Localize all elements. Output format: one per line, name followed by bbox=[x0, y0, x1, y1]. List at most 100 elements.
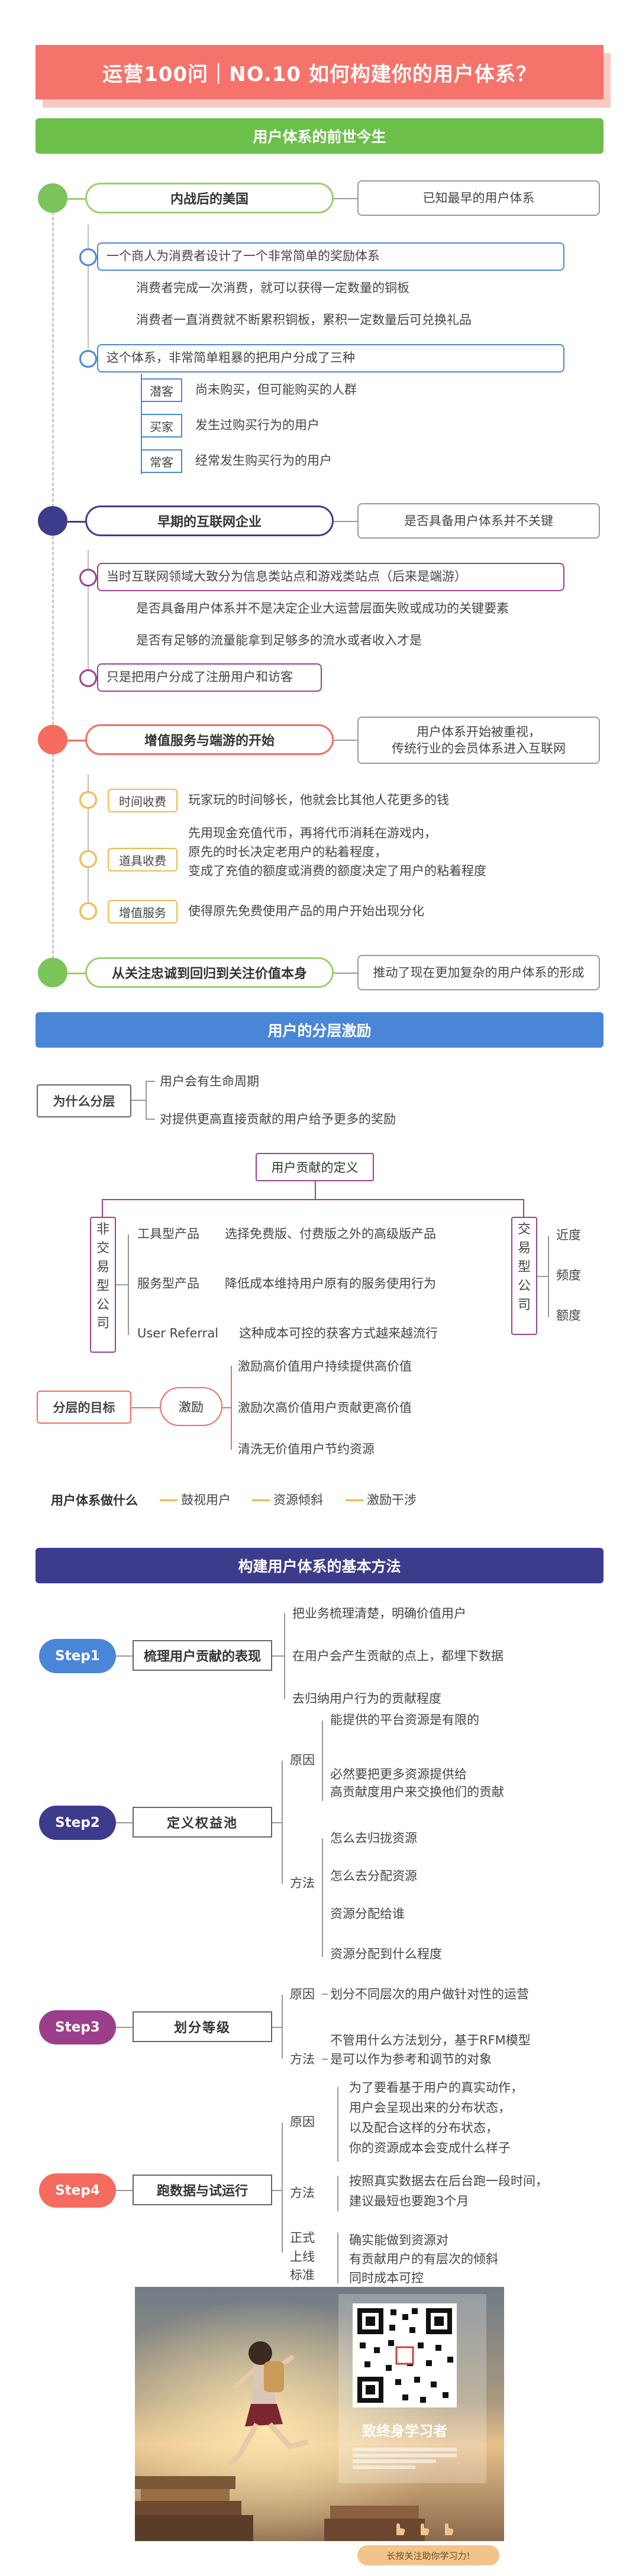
follow-footer[interactable]: 长按关注助你学习力! bbox=[357, 2545, 499, 2565]
step2-method-1: 怎么去归拢资源 bbox=[330, 1831, 417, 1845]
runner-illustration bbox=[135, 2287, 504, 2541]
non-trade-desc-tool: 选择免费版、付费版之外的高级版产品 bbox=[225, 1227, 436, 1241]
era1-item-2: 消费者完成一次消费，就可以获得一定数量的铜板 bbox=[136, 281, 409, 295]
goal-item-1: 激励高价值用户持续提供高价值 bbox=[238, 1359, 412, 1373]
step4-reason-4: 你的资源成本会变成什么样子 bbox=[349, 2141, 511, 2155]
step4-method-1: 按照真实数据去在后台跑一段时间， bbox=[349, 2174, 548, 2188]
non-trade-tag-tool: 工具型产品 bbox=[137, 1227, 199, 1241]
step2-reason-2: 必然要把更多资源提供给 bbox=[330, 1767, 467, 1781]
era4-label: 从关注忠诚到回归到关注价值本身 bbox=[85, 957, 334, 988]
era2-item-dot bbox=[79, 569, 97, 587]
step1-badge: Step1 bbox=[39, 1639, 116, 1673]
step2-method-2: 怎么去分配资源 bbox=[330, 1869, 417, 1883]
era2-dot bbox=[38, 506, 67, 536]
type-tag-prospect: 潜客 bbox=[141, 378, 182, 402]
era4-dot bbox=[38, 958, 67, 987]
qr-code[interactable] bbox=[353, 2303, 457, 2407]
finger-tap-icon-2 bbox=[421, 2523, 430, 2535]
step3-title: 划分等级 bbox=[133, 2011, 272, 2042]
step2-reason-1: 能提供的平台资源是有限的 bbox=[330, 1713, 479, 1727]
era4-note: 推动了现在更加复杂的用户体系的形成 bbox=[357, 955, 600, 990]
page-title: 运营100问｜NO.10 如何构建你的用户体系？ bbox=[36, 45, 604, 99]
era3-item-dot-1 bbox=[79, 791, 97, 809]
era1-dot bbox=[38, 183, 67, 213]
why-tier-1: 用户会有生命周期 bbox=[160, 1074, 259, 1088]
step4-launch-1: 确实能做到资源对 bbox=[349, 2233, 448, 2247]
era1-item-4: 这个体系，非常简单粗暴的把用户分成了三种 bbox=[106, 351, 355, 365]
era3-desc-item-1: 先用现金充值代币，再将代币消耗在游戏内， bbox=[188, 826, 437, 840]
type-desc-regular: 经常发生购买行为的用户 bbox=[195, 453, 332, 468]
step3-method-1: 不管用什么方法划分，基于RFM模型 bbox=[330, 2033, 531, 2047]
era1-item-dot bbox=[79, 248, 97, 266]
era2-item-2: 是否具备用户体系并不是决定企业大运营层面失败或成功的关键要素 bbox=[136, 601, 509, 615]
step3-reason-label: 原因 bbox=[290, 1987, 315, 2001]
era3-item-dot-3 bbox=[79, 902, 97, 920]
step4-method-label: 方法 bbox=[290, 2186, 315, 2200]
step1-item-1: 把业务梳理清楚，明确价值用户 bbox=[292, 1606, 466, 1621]
todo-item-3: 激励干涉 bbox=[367, 1493, 417, 1507]
era3-note-line2: 传统行业的会员体系进入互联网 bbox=[392, 741, 566, 756]
step4-title: 跑数据与试运行 bbox=[133, 2175, 272, 2205]
goal-incentive: 激励 bbox=[160, 1387, 222, 1426]
step2-reason-label: 原因 bbox=[290, 1753, 315, 1767]
non-trade-desc-referral: 这种成本可控的获客方式越来越流行 bbox=[239, 1326, 438, 1340]
era1-item-dot-2 bbox=[79, 350, 97, 368]
era3-item-dot-2 bbox=[79, 850, 97, 868]
era3-note: 用户体系开始被重视， 传统行业的会员体系进入互联网 bbox=[357, 717, 600, 764]
step4-badge: Step4 bbox=[39, 2173, 116, 2208]
era1-note: 已知最早的用户体系 bbox=[357, 180, 600, 216]
step3-method-label: 方法 bbox=[290, 2052, 315, 2066]
step2-title: 定义权益池 bbox=[133, 1807, 272, 1838]
era3-desc-time: 玩家玩的时间够长，他就会比其他人花更多的钱 bbox=[188, 793, 449, 807]
step2-reason-3: 高贡献度用户来交换他们的贡献 bbox=[330, 1785, 504, 1799]
tap-hint-icons bbox=[390, 2520, 456, 2536]
section-bar-tiering: 用户的分层激励 bbox=[36, 1012, 604, 1048]
step4-launch-2: 有贡献用户的有层次的倾斜 bbox=[349, 2252, 498, 2266]
era3-tag-item: 道具收费 bbox=[108, 848, 178, 871]
step3-reason-1: 划分不同层次的用户做针对性的运营 bbox=[330, 1987, 529, 2001]
type-desc-buyer: 发生过购买行为的用户 bbox=[195, 418, 320, 432]
step4-launch-label: 正式上线标准 bbox=[290, 2231, 315, 2282]
step2-badge: Step2 bbox=[39, 1806, 116, 1840]
era1-label: 内战后的美国 bbox=[85, 183, 334, 213]
step1-item-3: 去归纳用户行为的贡献程度 bbox=[292, 1692, 441, 1706]
era2-item-dot-2 bbox=[79, 669, 97, 687]
why-tier-label: 为什么分层 bbox=[37, 1084, 131, 1117]
trade-company: 交易型公司 bbox=[511, 1217, 537, 1335]
era1-item-1: 一个商人为消费者设计了一个非常简单的奖励体系 bbox=[106, 249, 380, 263]
era3-desc-item-3: 变成了充值的额度或消费的额度决定了用户的粘着程度 bbox=[188, 864, 486, 878]
era2-item-4: 只是把用户分成了注册用户和访客 bbox=[106, 670, 293, 684]
step4-reason-2: 用户会呈现出来的分布状态， bbox=[349, 2101, 511, 2115]
goal-item-2: 激励次高价值用户贡献更高价值 bbox=[238, 1401, 412, 1415]
step3-method-2: 是可以作为参考和调节的对象 bbox=[330, 2052, 492, 2066]
trade-item-2: 频度 bbox=[556, 1268, 581, 1282]
step4-reason-label: 原因 bbox=[290, 2115, 315, 2129]
era1-item-3: 消费者一直消费就不断累积铜板，累积一定数量后可兑换礼品 bbox=[136, 313, 472, 327]
era2-item-1: 当时互联网领域大致分为信息类站点和游戏类站点（后来是端游） bbox=[106, 569, 467, 584]
todo-item-2: 资源倾斜 bbox=[273, 1493, 323, 1507]
era3-tag-time: 时间收费 bbox=[108, 789, 178, 812]
era3-tag-vas: 增值服务 bbox=[108, 900, 178, 924]
non-trade-desc-service: 降低成本维持用户原有的服务使用行为 bbox=[225, 1276, 436, 1291]
step4-method-2: 建议最短也要跑3个月 bbox=[349, 2194, 469, 2208]
goal-item-3: 清洗无价值用户节约资源 bbox=[238, 1442, 375, 1456]
trade-item-3: 额度 bbox=[556, 1308, 581, 1323]
step4-reason-1: 为了要看基于用户的真实动作， bbox=[349, 2081, 523, 2095]
step4-launch-3: 同时成本可控 bbox=[349, 2271, 424, 2285]
finger-tap-icon bbox=[396, 2523, 405, 2535]
non-trade-company: 非交易型公司 bbox=[90, 1217, 116, 1353]
era3-desc-item-2: 原先的时长决定老用户的粘着程度， bbox=[188, 845, 387, 859]
qr-code-icon bbox=[357, 2308, 453, 2403]
era3-desc-vas: 使得原先免费使用产品的用户开始出现分化 bbox=[188, 904, 424, 918]
step1-title: 梳理用户贡献的表现 bbox=[133, 1640, 272, 1671]
timeline-line bbox=[52, 201, 54, 970]
era3-label: 增值服务与端游的开始 bbox=[85, 724, 334, 755]
era3-dot bbox=[38, 725, 67, 754]
why-tier-2: 对提供更高直接贡献的用户给予更多的奖励 bbox=[160, 1112, 396, 1126]
trade-item-1: 近度 bbox=[556, 1228, 581, 1242]
step1-item-2: 在用户会产生贡献的点上，都埋下数据 bbox=[292, 1649, 504, 1663]
section-bar-methods: 构建用户体系的基本方法 bbox=[36, 1548, 604, 1583]
type-desc-prospect: 尚未购买，但可能购买的人群 bbox=[195, 383, 357, 397]
promo-brand: 致终身学习者 bbox=[362, 2423, 447, 2439]
type-tag-buyer: 买家 bbox=[141, 414, 182, 438]
